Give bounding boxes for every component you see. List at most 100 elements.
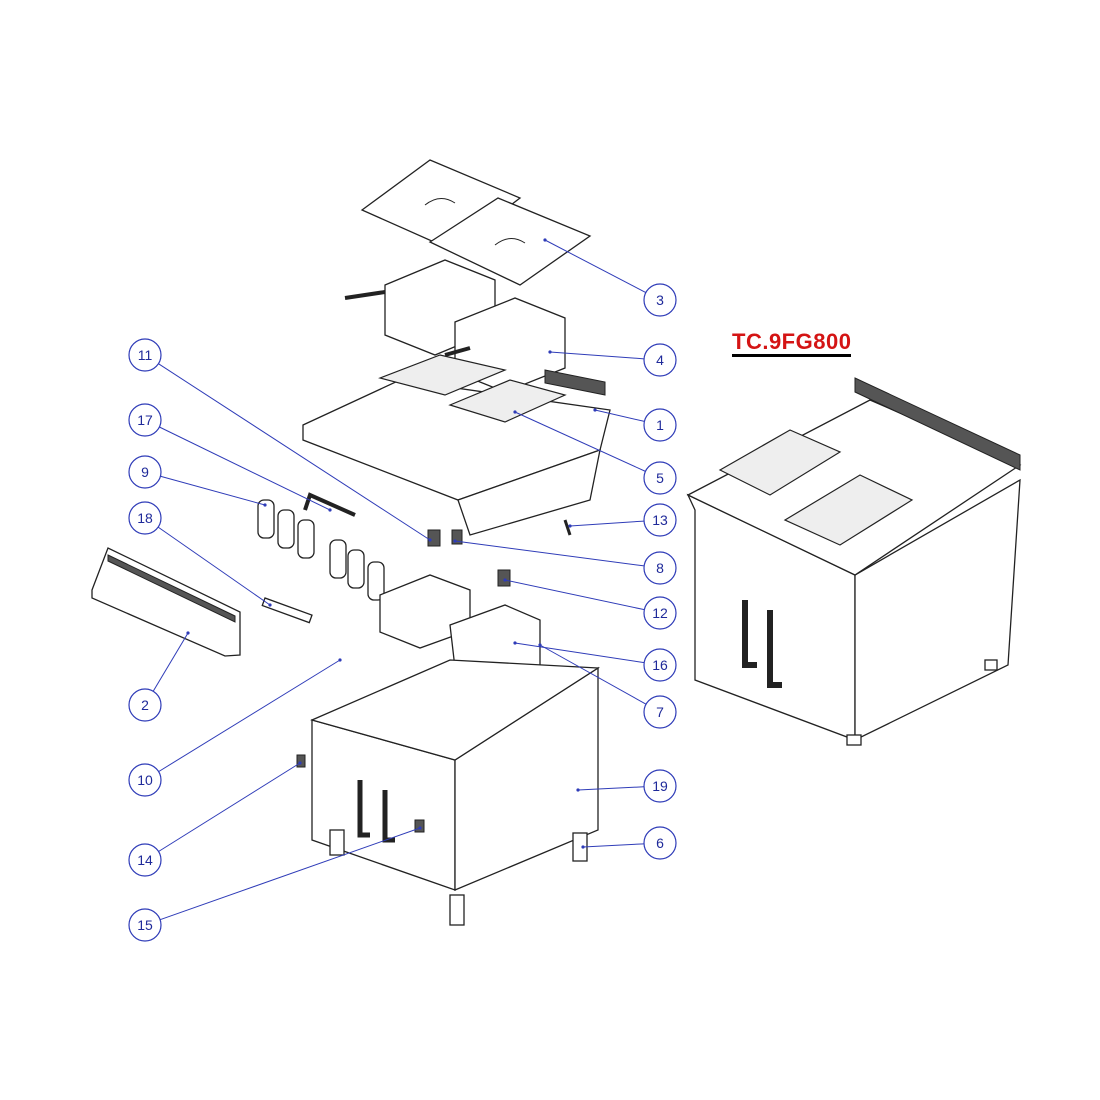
leader-dot xyxy=(418,826,422,830)
callout-5: 5 xyxy=(513,410,677,495)
heating-elements xyxy=(257,492,572,601)
leader-dot xyxy=(538,643,542,647)
leader-line xyxy=(158,363,431,541)
callout-16: 16 xyxy=(513,641,677,682)
top-frame xyxy=(302,354,611,536)
callout-label: 19 xyxy=(652,778,668,794)
callout-label: 7 xyxy=(656,704,664,720)
callout-15: 15 xyxy=(128,826,422,942)
leader-line xyxy=(158,762,301,852)
callout-8: 8 xyxy=(453,539,677,585)
callout-circle xyxy=(643,408,677,442)
leader-line xyxy=(544,239,647,294)
leader-dot xyxy=(576,788,580,792)
callout-circle xyxy=(643,826,677,860)
leader-dot xyxy=(581,845,585,849)
leader-dot xyxy=(513,410,517,414)
callout-label: 4 xyxy=(656,352,664,368)
leader-line xyxy=(569,520,645,527)
leader-dot xyxy=(428,538,432,542)
leader-dot xyxy=(503,578,507,582)
callout-12: 12 xyxy=(503,578,677,630)
leader-dot xyxy=(543,238,547,242)
callout-label: 18 xyxy=(137,510,153,526)
leader-dot xyxy=(568,524,572,528)
callout-circle xyxy=(643,461,677,495)
leader-line xyxy=(454,540,645,567)
callout-label: 13 xyxy=(652,512,668,528)
callout-3: 3 xyxy=(543,238,677,317)
callout-4: 4 xyxy=(548,343,677,377)
leader-line xyxy=(549,351,645,360)
callout-18: 18 xyxy=(128,501,272,607)
leader-line xyxy=(514,411,646,472)
callout-label: 10 xyxy=(137,772,153,788)
callout-circle xyxy=(128,501,162,535)
leader-line xyxy=(539,644,647,705)
callout-6: 6 xyxy=(581,826,677,860)
callout-17: 17 xyxy=(128,403,332,512)
assembled-fryer xyxy=(686,377,1022,746)
callout-circle xyxy=(643,769,677,803)
leader-dot xyxy=(328,508,332,512)
leader-line xyxy=(504,579,645,611)
callout-circle xyxy=(643,596,677,630)
leader-dot xyxy=(513,641,517,645)
cabinet xyxy=(296,659,601,926)
callout-1: 1 xyxy=(593,408,677,442)
callout-label: 14 xyxy=(137,852,153,868)
leader-line xyxy=(577,786,645,791)
leader-dot xyxy=(263,503,267,507)
leader-line xyxy=(159,827,421,921)
leader-line xyxy=(157,526,271,606)
callout-11: 11 xyxy=(128,338,432,542)
callout-label: 5 xyxy=(656,470,664,486)
leader-line xyxy=(159,426,331,511)
leader-dot xyxy=(453,539,457,543)
callout-circle xyxy=(643,551,677,585)
callout-circle xyxy=(128,338,162,372)
callout-circle xyxy=(643,503,677,537)
leader-dot xyxy=(268,603,272,607)
callout-label: 12 xyxy=(652,605,668,621)
callout-13: 13 xyxy=(568,503,677,537)
callout-9: 9 xyxy=(128,455,267,507)
callout-label: 2 xyxy=(141,697,149,713)
callout-label: 11 xyxy=(138,347,153,363)
callout-label: 16 xyxy=(652,657,668,673)
leader-line xyxy=(582,843,645,848)
callout-label: 9 xyxy=(141,464,149,480)
callout-label: 1 xyxy=(656,417,664,433)
leader-line xyxy=(158,659,341,773)
callout-label: 8 xyxy=(656,560,664,576)
lid-parts xyxy=(360,159,592,286)
callout-circle xyxy=(128,455,162,489)
leader-dot xyxy=(593,408,597,412)
leader-line xyxy=(152,632,189,692)
callout-label: 3 xyxy=(656,292,664,308)
callout-circle xyxy=(128,908,162,942)
leader-line xyxy=(514,642,645,664)
callout-circle xyxy=(128,688,162,722)
model-title: TC.9FG800 xyxy=(732,330,852,357)
callout-2: 2 xyxy=(128,631,190,722)
callout-circle xyxy=(128,763,162,797)
leader-dot xyxy=(338,658,342,662)
leader-dot xyxy=(298,761,302,765)
callout-label: 17 xyxy=(137,412,153,428)
callout-circle xyxy=(128,843,162,877)
callout-circle xyxy=(643,343,677,377)
callout-7: 7 xyxy=(538,643,677,729)
leader-dot xyxy=(186,631,190,635)
callout-label: 15 xyxy=(137,917,153,933)
leader-dot xyxy=(548,350,552,354)
callout-circle xyxy=(128,403,162,437)
callout-10: 10 xyxy=(128,658,342,797)
callout-circle xyxy=(643,648,677,682)
callout-circle xyxy=(643,283,677,317)
callout-label: 6 xyxy=(656,835,664,851)
front-panel xyxy=(91,547,313,657)
callout-19: 19 xyxy=(576,769,677,803)
callout-circle xyxy=(643,695,677,729)
